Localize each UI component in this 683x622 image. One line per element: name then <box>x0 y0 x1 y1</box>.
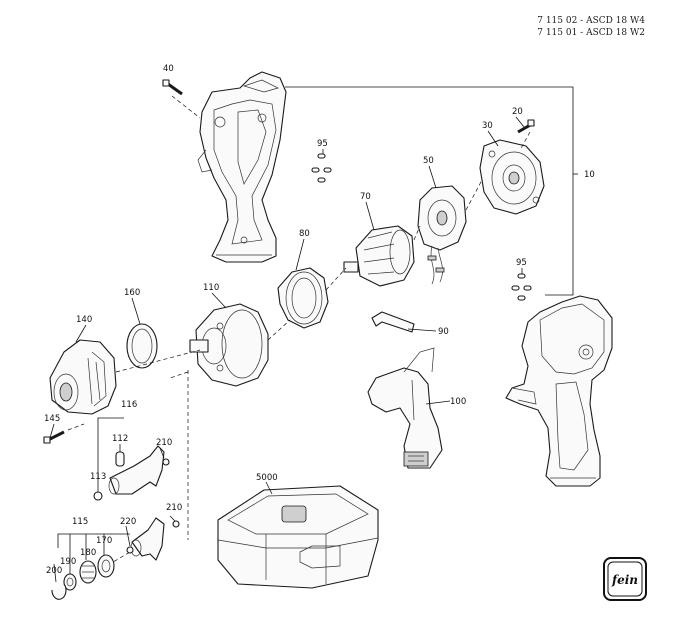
ball-210-a <box>162 458 170 466</box>
part-label-70: 70 <box>360 192 371 202</box>
part-label-112: 112 <box>112 434 128 444</box>
part-label-180: 180 <box>80 548 96 558</box>
part-label-113: 113 <box>90 472 106 482</box>
part-label-116: 116 <box>121 400 137 410</box>
ball-210-b <box>172 520 180 528</box>
assembly-dash-lines <box>67 95 531 566</box>
small-parts-95-upper <box>311 153 332 183</box>
fein-logo: fein <box>603 557 647 601</box>
screw-145 <box>43 430 65 444</box>
left-housing-shell <box>197 71 287 263</box>
model-line-1: 7 115 02 - ASCD 18 W4 <box>537 16 645 26</box>
fein-logo-text: fein <box>611 573 638 587</box>
part-label-80: 80 <box>299 229 310 239</box>
motor-cover-30 <box>479 139 545 215</box>
part-label-140: 140 <box>76 315 92 325</box>
part-label-10: 10 <box>584 170 595 180</box>
part-label-190: 190 <box>60 557 76 567</box>
part-label-200: 200 <box>46 566 62 576</box>
callout-leaders <box>49 116 525 583</box>
part-label-40: 40 <box>163 64 174 74</box>
electronics-board-50 <box>417 185 467 285</box>
part-label-210-a: 210 <box>156 438 172 448</box>
part-label-50: 50 <box>423 156 434 166</box>
ring-80 <box>277 267 329 329</box>
o-ring-160 <box>126 323 158 369</box>
part-label-95-upper: 95 <box>317 139 328 149</box>
part-label-160: 160 <box>124 288 140 298</box>
part-label-20: 20 <box>512 107 523 117</box>
small-parts-95-lower <box>511 273 532 301</box>
motor-rotor-70 <box>343 225 415 287</box>
model-line-2: 7 115 01 - ASCD 18 W2 <box>537 28 645 38</box>
part-label-145: 145 <box>44 414 60 424</box>
part-label-220: 220 <box>120 517 136 527</box>
carrying-case-5000 <box>217 485 379 589</box>
screw-40 <box>162 79 183 96</box>
part-label-210-b: 210 <box>166 503 182 513</box>
switch-module-100 <box>367 347 443 469</box>
part-label-170: 170 <box>96 536 112 546</box>
right-housing-shell <box>505 295 613 487</box>
part-labels: 10 20 30 40 50 70 80 90 95 95 100 110 11… <box>44 64 595 576</box>
part-label-95-lower: 95 <box>516 258 527 268</box>
gear-housing-110 <box>189 303 269 387</box>
spindle-assembly-115 <box>51 517 165 600</box>
part-label-110: 110 <box>203 283 219 293</box>
front-cover-140 <box>49 339 117 415</box>
part-label-115: 115 <box>72 517 88 527</box>
part-label-30: 30 <box>482 121 493 131</box>
part-label-100: 100 <box>450 397 466 407</box>
housing-bracket-lines <box>285 86 578 296</box>
switch-trigger-90 <box>371 311 415 333</box>
part-label-5000: 5000 <box>256 473 278 483</box>
part-label-90: 90 <box>438 327 449 337</box>
screw-20 <box>517 119 535 134</box>
